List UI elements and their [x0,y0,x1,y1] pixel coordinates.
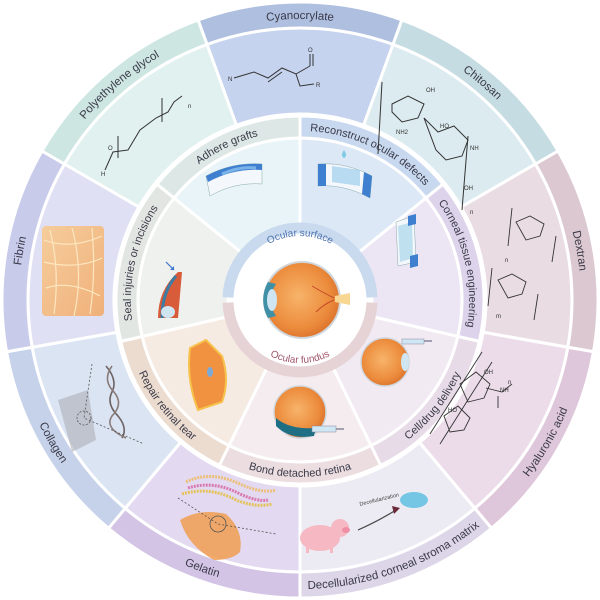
graft-tissue-block-icon [205,163,263,197]
chem-label: HO [448,408,457,414]
chem-label: OH [484,370,493,376]
material-label: Fibrin [12,235,29,266]
center-hub: Ocular surface Ocular fundus [222,222,378,378]
cornea-disc-icon [400,492,428,508]
chem-label: O [308,48,313,54]
retinal-tear-patch-icon [188,338,227,412]
hyaluronic-acid-structure-icon [429,351,513,445]
ocular-surface-band [222,222,378,298]
gelatin-illustration-icon [177,475,277,560]
eye-illustration-icon [263,261,350,339]
peg-structure-icon [104,95,183,171]
application-label-band [154,114,302,201]
cyanoacrylate-structure-icon [233,54,315,87]
material-segment-area [205,26,395,128]
chem-label: n [508,380,511,386]
process-arrow-icon [357,509,397,531]
material-segment-decellularized-corneal-stroma-matrix: Decellularized corneal stroma matrix [298,440,494,600]
chitosan-structure-icon [377,81,469,211]
pig-icon [300,519,350,553]
chem-label: n [470,210,473,216]
chem-label: OH [426,88,435,94]
arrow-head-icon [392,506,400,514]
ocular-fundus-band [222,302,378,378]
ocular-defect-block-icon [317,150,373,199]
seal-incision-icon [158,261,182,319]
chem-label: O [108,146,113,152]
material-label-band [39,18,209,167]
material-segment-cyanocrylate: Cyanocrylate [196,0,404,128]
chem-label: NH [500,388,509,394]
chem-label: H [101,172,105,178]
fibrin-mesh-icon [42,226,104,317]
chem-label: R [316,83,321,89]
material-segment-hyaluronic-acid: Hyaluronic acid [417,330,596,531]
material-label: Cyanocrylate [266,10,335,24]
eye-injection-icon [360,337,432,387]
collagen-fibril-icon [58,363,145,452]
chem-label: m [496,314,501,320]
detached-retina-eye-icon [273,385,344,439]
chem-label: OH [464,186,473,192]
dextran-structure-icon [487,207,557,321]
ocular-fundus-label: Ocular fundus [269,349,332,366]
chem-label: n [188,104,191,110]
chem-label: HO [440,124,449,130]
chem-label: NH [470,146,479,152]
corneal-scaffold-icon [395,214,418,268]
chem-label: n [505,258,508,264]
chem-label: NH2 [396,130,409,136]
chem-label: N [228,77,232,83]
